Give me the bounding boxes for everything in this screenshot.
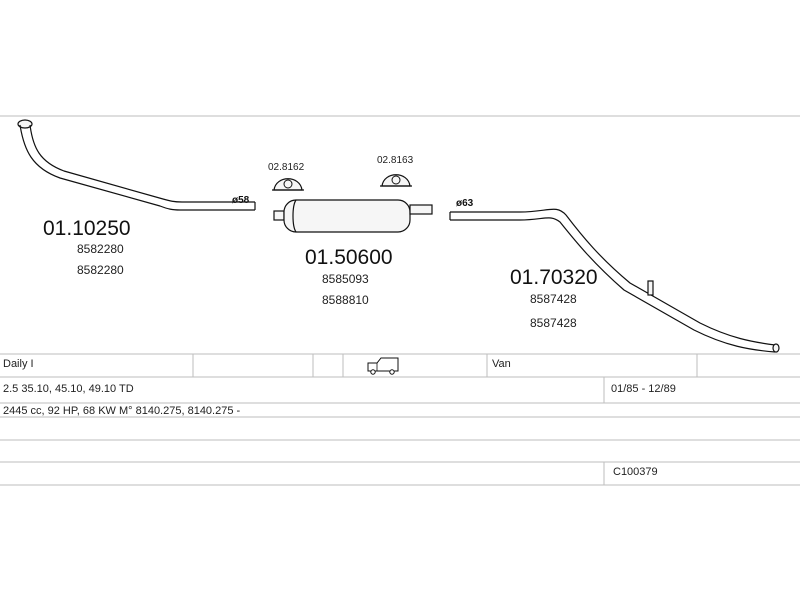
clamp-02-8163-drawing [380, 174, 412, 187]
clamp-2-part-number: 02.8163 [377, 155, 414, 166]
front-pipe-part-number: 01.10250 [43, 217, 131, 240]
vehicle-info-table-grid [0, 353, 800, 486]
rear-pipe-part-number: 01.70320 [510, 266, 598, 289]
rear-pipe-drawing [449, 208, 780, 353]
body-type-cell: Van [492, 358, 511, 370]
middle-silencer-ref-1: 8585093 [322, 272, 369, 286]
variants-cell: 2.5 35.10, 45.10, 49.10 TD [3, 383, 134, 395]
clamp-02-8162-drawing [272, 178, 304, 191]
middle-silencer-drawing [273, 199, 433, 233]
engine-cell: 2445 cc, 92 HP, 68 KW M° 8140.275, 8140.… [3, 405, 241, 417]
model-cell: Daily I [3, 358, 34, 370]
front-pipe-ref-1: 8582280 [77, 242, 124, 256]
clamp-1-part-number: 02.8162 [268, 162, 305, 173]
rear-pipe-diameter-label: ø63 [456, 198, 474, 209]
van-icon [367, 357, 399, 375]
front-pipe-drawing [17, 119, 256, 211]
rear-pipe-ref-1: 8587428 [530, 292, 577, 306]
catalog-code-cell: C100379 [613, 466, 658, 478]
rear-pipe-ref-2: 8587428 [530, 316, 577, 330]
middle-silencer-ref-2: 8588810 [322, 293, 369, 307]
front-pipe-ref-2: 8582280 [77, 263, 124, 277]
front-pipe-diameter-label: ø58 [232, 195, 250, 206]
middle-silencer-part-number: 01.50600 [305, 246, 393, 269]
years-cell: 01/85 - 12/89 [611, 383, 676, 395]
